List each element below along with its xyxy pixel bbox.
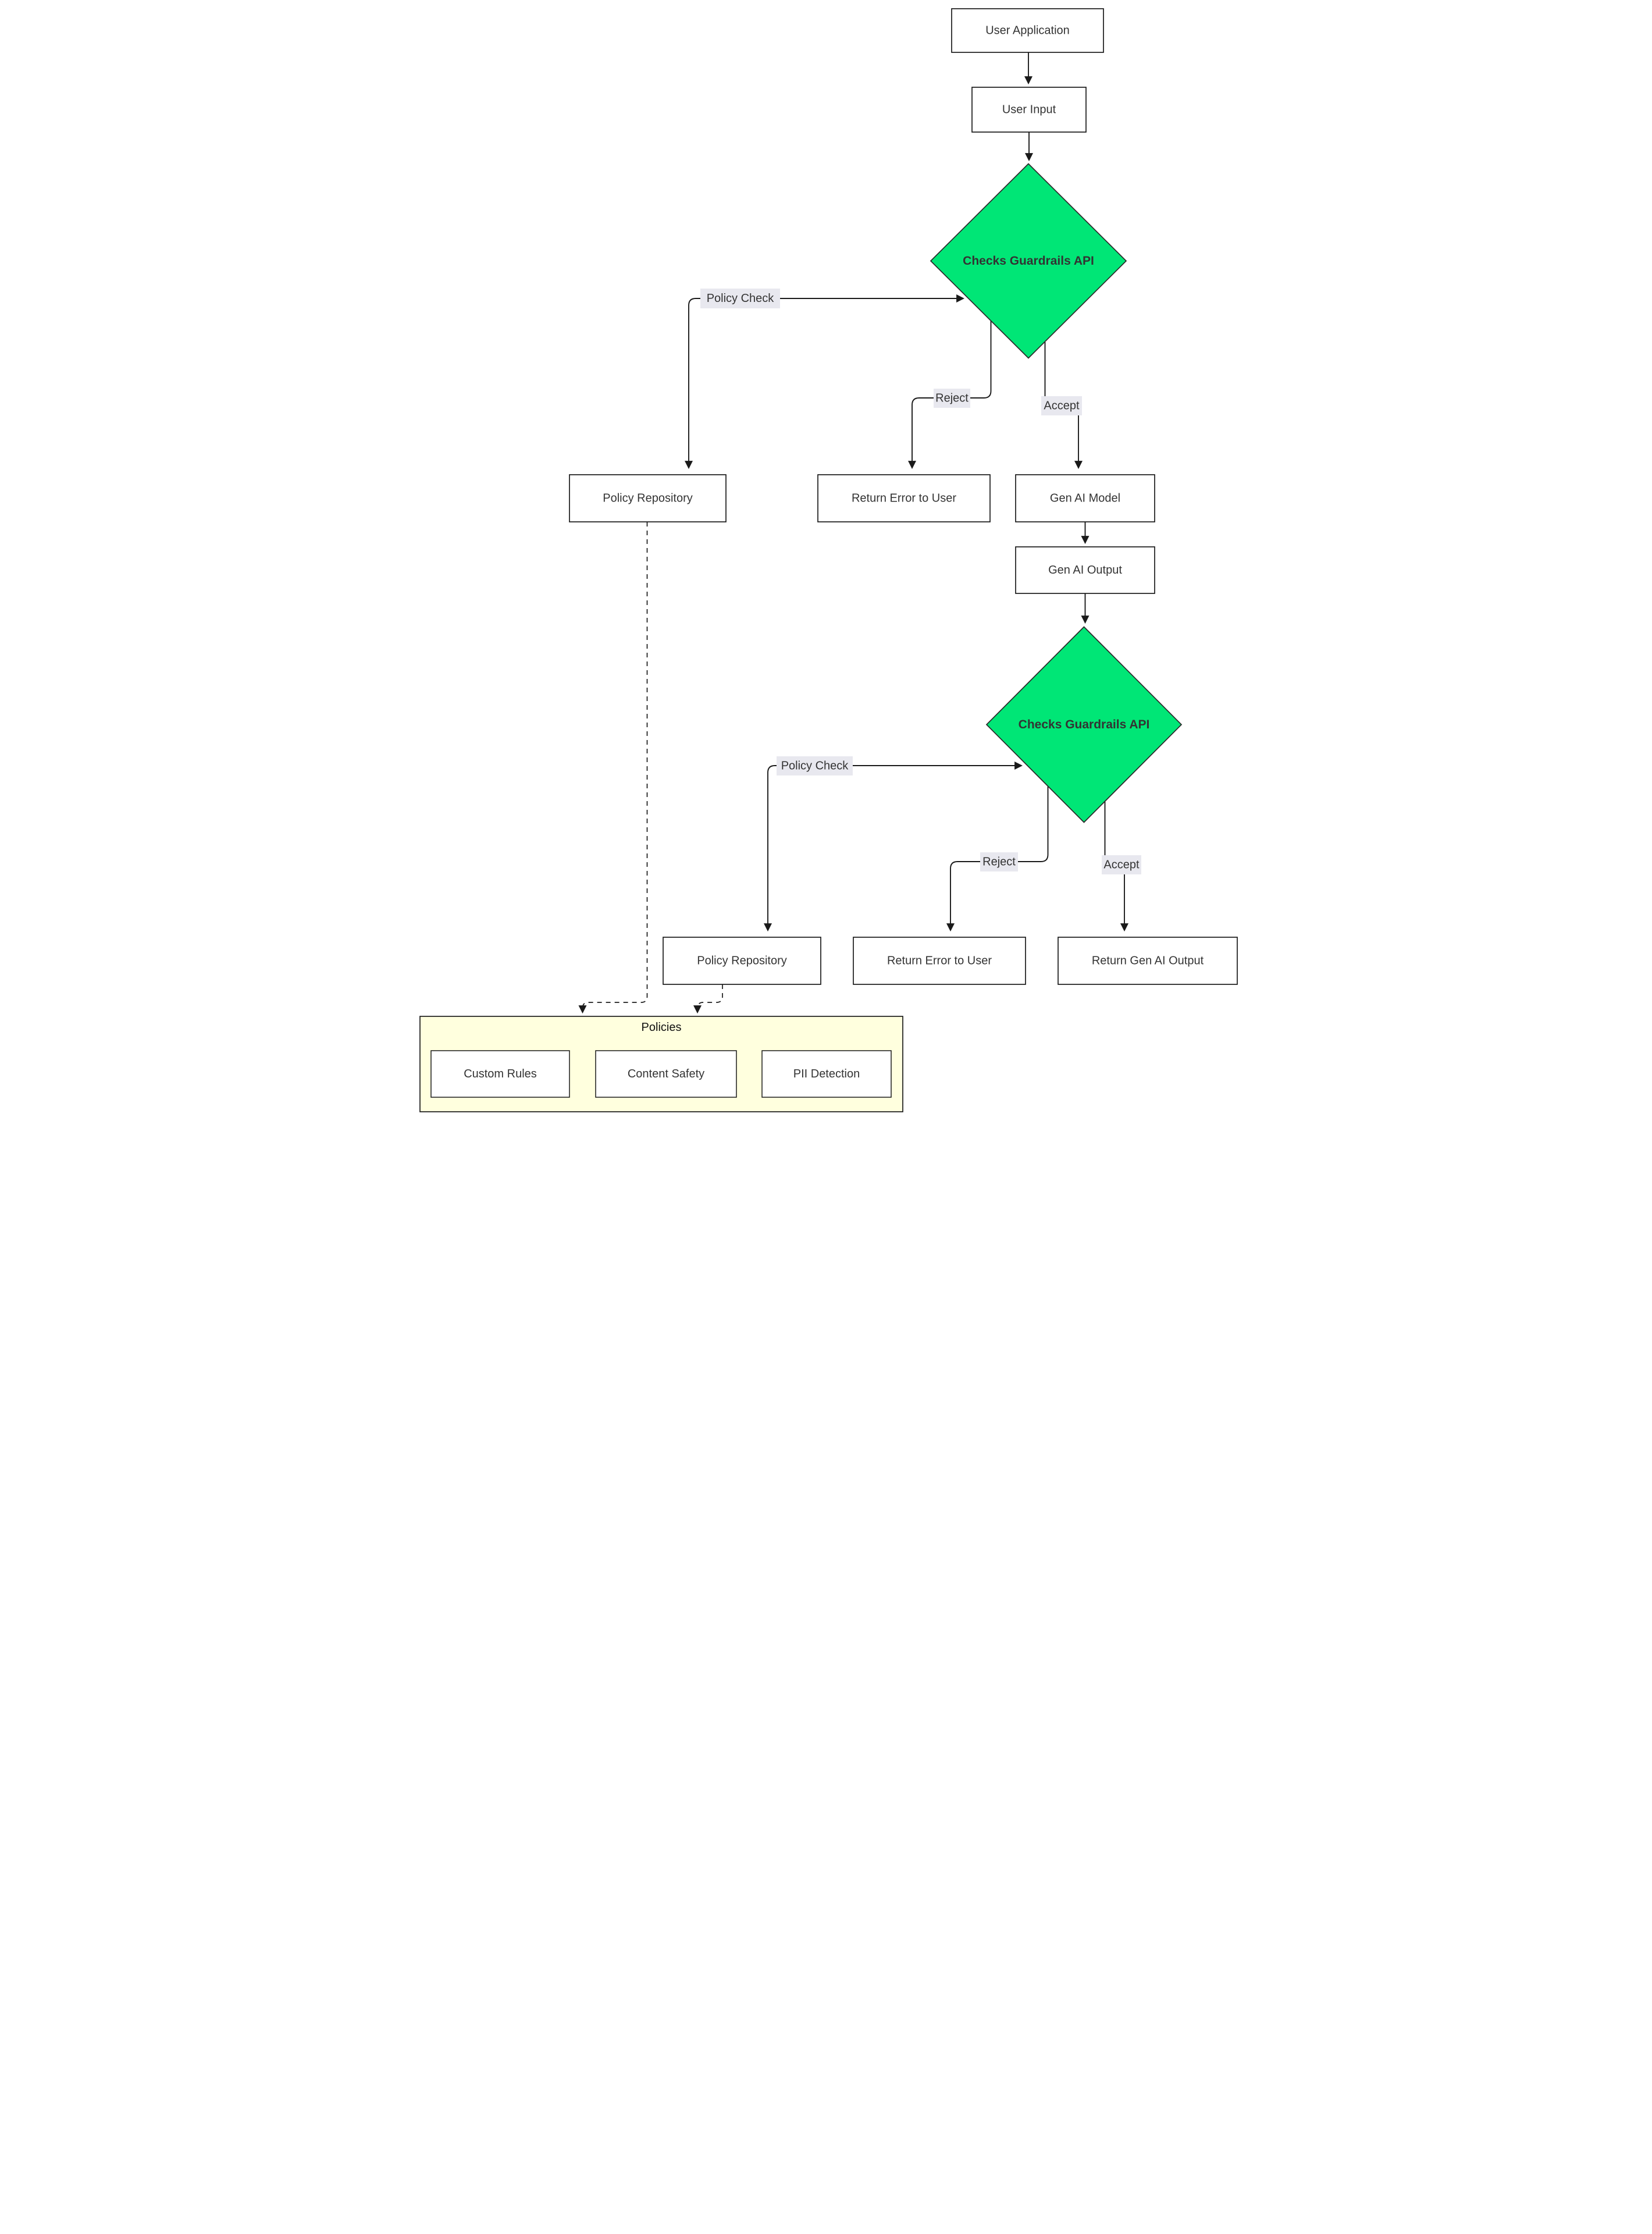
pii-detection-label: PII Detection (793, 1068, 860, 1080)
svg-text:Accept: Accept (1103, 859, 1140, 871)
guardrails-output-check-label: Checks Guardrails API (1019, 718, 1150, 731)
svg-text:Policy Check: Policy Check (707, 292, 775, 305)
flowchart-page: Policies Custom Rules Content Safety PII… (413, 0, 1239, 1117)
gen-ai-output-label: Gen AI Output (1048, 564, 1122, 577)
policies-group-title: Policies (642, 1021, 682, 1034)
node-gen-ai-output: Gen AI Output (1015, 546, 1155, 594)
node-content-safety: Content Safety (595, 1050, 737, 1098)
svg-text:Policy Check: Policy Check (781, 760, 849, 773)
policy-repository-1-label: Policy Repository (603, 492, 693, 505)
policy-repository-2-label: Policy Repository (697, 955, 787, 967)
node-policy-repository-1: Policy Repository (569, 474, 727, 522)
node-return-error-1: Return Error to User (817, 474, 991, 522)
content-safety-label: Content Safety (628, 1068, 704, 1080)
edge-policy-check-2 (764, 762, 1023, 932)
edge-label-policy-check-2: Policy Check (777, 756, 853, 776)
edge-label-reject-1: Reject (934, 389, 970, 408)
node-pii-detection: PII Detection (761, 1050, 892, 1098)
node-policy-repository-2: Policy Repository (663, 937, 821, 985)
custom-rules-label: Custom Rules (464, 1068, 537, 1080)
node-return-gen-ai-output: Return Gen AI Output (1058, 937, 1238, 985)
svg-text:Reject: Reject (935, 392, 969, 405)
node-guardrails-output-check: Checks Guardrails API (985, 626, 1183, 823)
user-input-label: User Input (1002, 104, 1056, 116)
node-user-application: User Application (951, 8, 1104, 53)
edge-label-reject-2: Reject (980, 852, 1018, 871)
flowchart-canvas: Policies Custom Rules Content Safety PII… (419, 8, 1238, 1112)
node-user-input: User Input (971, 87, 1087, 133)
edge-label-accept-2: Accept (1102, 855, 1141, 874)
edge-label-accept-1: Accept (1041, 396, 1082, 415)
return-error-1-label: Return Error to User (852, 492, 956, 505)
guardrails-input-check-label: Checks Guardrails API (963, 254, 1094, 268)
gen-ai-model-label: Gen AI Model (1050, 492, 1120, 505)
user-application-label: User Application (985, 24, 1070, 37)
edge-policy-repository-2-to-policies (693, 984, 723, 1014)
node-custom-rules: Custom Rules (430, 1050, 570, 1098)
edge-policy-repository-1-to-policies (578, 522, 648, 1014)
node-return-error-2: Return Error to User (853, 937, 1026, 985)
return-gen-ai-output-label: Return Gen AI Output (1092, 955, 1204, 967)
node-guardrails-input-check: Checks Guardrails API (930, 163, 1127, 359)
node-gen-ai-model: Gen AI Model (1015, 474, 1155, 522)
svg-text:Accept: Accept (1044, 400, 1080, 412)
svg-text:Reject: Reject (982, 856, 1016, 869)
edge-policy-check-1 (685, 294, 965, 469)
policies-group: Policies Custom Rules Content Safety PII… (419, 1016, 903, 1112)
return-error-2-label: Return Error to User (887, 955, 992, 967)
edge-label-policy-check-1: Policy Check (700, 289, 780, 308)
